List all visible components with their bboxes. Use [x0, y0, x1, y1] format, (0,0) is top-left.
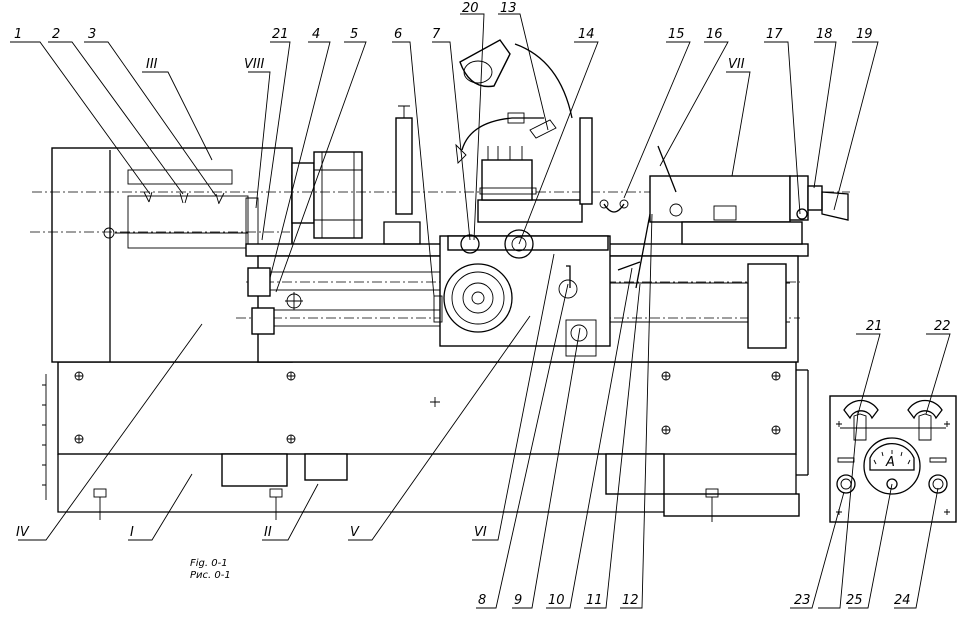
callout-VIII: VIII [244, 57, 265, 72]
panel-callout-23: 23 [794, 593, 811, 608]
callout-VII: VII [728, 57, 745, 72]
lamp-post [579, 117, 593, 205]
chuck [313, 151, 363, 239]
callout-21: 21 [272, 27, 289, 42]
quill-lock-lever [657, 145, 677, 193]
base-foot-right [663, 493, 800, 517]
apron-lever-housing [565, 319, 597, 357]
base-block-right [605, 453, 665, 495]
speed-levers [143, 191, 225, 205]
callout-20: 20 [462, 1, 479, 16]
callout-1: 1 [14, 27, 22, 42]
cross-slide [477, 199, 583, 223]
callout-12: 12 [622, 593, 639, 608]
lead-screw-bearing [247, 267, 271, 297]
lamp-arm [514, 43, 573, 119]
carriage-lever [433, 295, 443, 323]
panel-callout-25: 25 [846, 593, 863, 608]
tailstock-lever [635, 213, 651, 289]
callout-I: I [130, 525, 134, 540]
callout-13: 13 [500, 1, 517, 16]
speed-plate [127, 169, 233, 185]
switch-22-scale [907, 399, 943, 420]
callout-IV: IV [16, 525, 30, 540]
button-23[interactable] [836, 474, 856, 494]
callout-18: 18 [816, 27, 833, 42]
foot-bolt [93, 488, 107, 498]
base-cabinet [57, 454, 797, 513]
callout-2: 2 [52, 27, 60, 42]
spindle-nose [291, 162, 315, 224]
foot-bolt [269, 488, 283, 498]
half-nut-lever [558, 279, 578, 299]
panel-screws [74, 371, 781, 444]
callout-14: 14 [578, 27, 595, 42]
callout-11: 11 [586, 593, 603, 608]
callout-II: II [264, 525, 272, 540]
callout-9: 9 [514, 593, 522, 608]
panel-callout-21: 21 [866, 319, 883, 334]
feed-rod-bearing [251, 307, 275, 335]
electrical-panel [829, 395, 957, 523]
tool-clamp [603, 203, 625, 213]
callout-III: III [146, 57, 158, 72]
callout-17: 17 [766, 27, 783, 42]
tool-post [481, 159, 533, 201]
tailstock-end-bracket [747, 263, 787, 349]
base-block-II [304, 453, 348, 481]
callout-15: 15 [668, 27, 685, 42]
callout-8: 8 [478, 593, 486, 608]
tailstock-base [681, 221, 803, 245]
callouts: 1 2 3 III VIII 21 4 5 6 7 20 13 14 15 16… [14, 1, 951, 608]
callout-VI: VI [474, 525, 487, 540]
callout-4: 4 [312, 27, 320, 42]
panel-callout-24: 24 [894, 593, 911, 608]
callout-7: 7 [432, 27, 441, 42]
gear-cover [127, 195, 249, 249]
leader-lines [10, 13, 951, 609]
handwheel [443, 263, 513, 333]
ammeter-symbol: A [885, 455, 895, 470]
callout-3: 3 [88, 27, 96, 42]
callout-19: 19 [856, 27, 873, 42]
bed-front-panel [57, 361, 797, 455]
cross-slide-handwheel [504, 229, 534, 259]
saddle [447, 235, 609, 251]
switch-21-scale [843, 399, 879, 420]
figure-caption-ru: Рис. 0-1 [190, 570, 231, 581]
coolant-pipe [461, 117, 544, 151]
figure-caption-en: Fig. 0-1 [190, 558, 228, 569]
panel-callout-22: 22 [934, 319, 951, 334]
tailstock-body [649, 175, 791, 223]
callout-10: 10 [548, 593, 565, 608]
callout-16: 16 [706, 27, 723, 42]
apron [439, 235, 611, 347]
carriage-lock [460, 234, 480, 254]
button-24[interactable] [928, 474, 948, 494]
callout-5: 5 [350, 27, 358, 42]
ammeter [863, 437, 921, 495]
callout-6: 6 [394, 27, 402, 42]
tailstock-handwheel [821, 191, 849, 221]
callout-V: V [350, 525, 360, 540]
steady-rest-column [395, 117, 413, 215]
base-block-left [221, 453, 288, 487]
